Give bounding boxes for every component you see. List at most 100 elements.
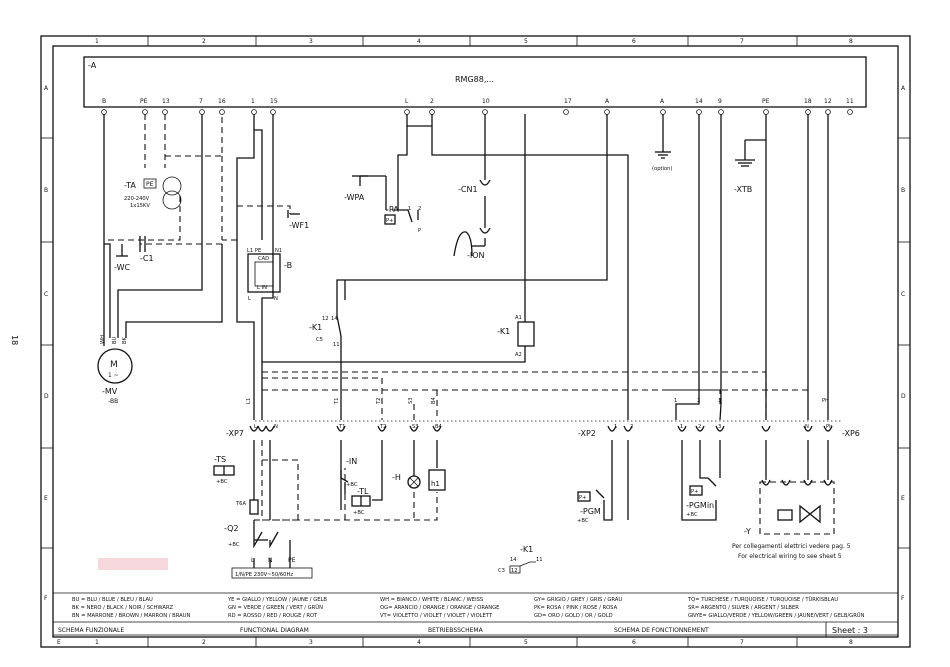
h-label: -H	[392, 473, 401, 482]
k1-c5: C5	[316, 337, 323, 343]
pgm-pplus: P+	[579, 495, 586, 501]
option-label: (option)	[652, 166, 672, 172]
k1-11: 11	[333, 342, 340, 348]
wf1-label: -WF1	[289, 221, 309, 230]
inner-frame	[52, 45, 899, 638]
col-label: 7	[740, 639, 744, 646]
row-label: F	[901, 595, 905, 602]
terminal-label: PE	[140, 98, 148, 105]
outer-frame	[40, 35, 911, 648]
page-number: 18	[10, 335, 19, 345]
col-label: 3	[309, 38, 313, 45]
b-l: L	[248, 296, 251, 302]
b-label: -B	[284, 261, 292, 270]
col-label: 4	[417, 38, 421, 45]
supply-l: L	[251, 557, 255, 564]
mv-bu: BU	[112, 336, 118, 344]
legend-text: VT= VIOLETTO / VIOLET / VIOLET / VIOLETT	[380, 613, 493, 619]
legend-text: GNYE= GIALLO/VERDE / YELLOW/GREEN / JAUN…	[688, 612, 865, 619]
legend-text: GN = VERDE / GREEN / VERT / GRÜN	[228, 604, 323, 611]
row-label: D	[44, 393, 49, 400]
legend-text: BK = NERO / BLACK / NOIR / SCHWARZ	[72, 605, 174, 611]
terminal-label: 15	[270, 98, 278, 105]
wire-s3: S3	[408, 397, 414, 404]
col-label: 5	[524, 38, 528, 45]
xtb-label: -XTB	[734, 185, 752, 194]
pa-label: -PA	[386, 205, 399, 214]
motor-m: M	[110, 360, 118, 370]
pgm-bc: +BC	[577, 518, 589, 524]
b-lin: L IN	[257, 285, 267, 291]
motor-mv	[97, 348, 133, 384]
row-label: C	[44, 291, 48, 298]
xp2-label: -XP2	[578, 429, 596, 438]
y-note-en: For electrical wiring to see sheet 5	[738, 553, 842, 560]
terminal-label: 1	[251, 98, 255, 105]
xp7-s3: S3	[412, 424, 419, 430]
mv-wh: WH	[100, 335, 106, 344]
corner-mark: E	[57, 639, 61, 646]
fuse-label: T6A	[235, 501, 246, 507]
xp2-2: 2	[630, 424, 633, 430]
xp7-l: L	[254, 424, 257, 430]
cn1-label: -CN1	[458, 185, 478, 194]
row-label: E	[901, 495, 905, 502]
wire-2: 2	[697, 398, 700, 404]
ts-label: -TS	[214, 455, 226, 464]
col-label: 3	[309, 639, 313, 646]
xp2-1: 1	[614, 424, 617, 430]
xp7-n: N	[274, 424, 278, 430]
terminal-label: A	[660, 98, 665, 105]
col-label: 6	[632, 38, 636, 45]
terminal-label: 18	[804, 98, 812, 105]
y-label: -Y	[744, 527, 751, 536]
valve-y-box	[759, 481, 835, 535]
terminal-label: 16	[218, 98, 226, 105]
row-label: E	[44, 495, 48, 502]
lamp-h	[407, 475, 421, 489]
xp7-label: -XP7	[226, 429, 244, 438]
module-ref: -A	[88, 61, 97, 70]
terminal-label: 2	[430, 98, 434, 105]
mv-label: -MV	[102, 387, 118, 396]
legend-text: GY= GRIGIO / GREY / GRIS / GRAU	[534, 597, 622, 603]
k1-legend-c3: C3	[498, 568, 505, 574]
legend-text: GD= ORO / GOLD / OR / GOLD	[534, 613, 613, 619]
legend-text: BU = BLU / BLUE / BLEU / BLAU	[72, 597, 153, 603]
terminal-label: 17	[564, 98, 572, 105]
b-cad: CAD	[258, 256, 269, 262]
module-name: RMG88,...	[455, 75, 494, 84]
supply-n: N	[268, 557, 273, 564]
terminal-label: PE	[762, 98, 770, 105]
col-label: 7	[740, 38, 744, 45]
pgm-label: -PGM	[580, 507, 601, 516]
col-label: 6	[632, 639, 636, 646]
pa-p: P	[418, 228, 421, 234]
col-label: 4	[417, 639, 421, 646]
terminal-label: 9	[718, 98, 722, 105]
pa-1: 1	[408, 206, 411, 212]
sheet-number: Sheet : 3	[832, 626, 868, 635]
wire-l1: L1	[246, 398, 252, 404]
k1-14: 14	[331, 316, 338, 322]
wpa-label: -WPA	[344, 193, 365, 202]
k1-legend-label: -K1	[520, 545, 533, 554]
k1-a1: A1	[515, 315, 522, 321]
k1-12: 12	[322, 316, 329, 322]
pa-2: 2	[418, 206, 421, 212]
legend-text: TQ= TURCHESE / TURQUOISE / TURQUOISE / T…	[687, 596, 838, 603]
row-label: C	[901, 291, 905, 298]
terminal-label: 14	[695, 98, 703, 105]
wire-b4: B4	[431, 396, 437, 404]
title-de: BETRIEBSSCHEMA	[428, 627, 484, 634]
mv-bk: BK	[122, 336, 128, 344]
pgmin-bc: +BC	[686, 512, 698, 518]
xp6-2: 2	[698, 424, 701, 430]
ta-voltage: 220-240V	[124, 196, 150, 202]
row-label: F	[44, 595, 48, 602]
in-bc: +BC	[346, 482, 358, 488]
title-en: FUNCTIONAL DIAGRAM	[240, 627, 309, 634]
row-label: B	[901, 187, 905, 194]
terminal-label: 11	[846, 98, 854, 105]
